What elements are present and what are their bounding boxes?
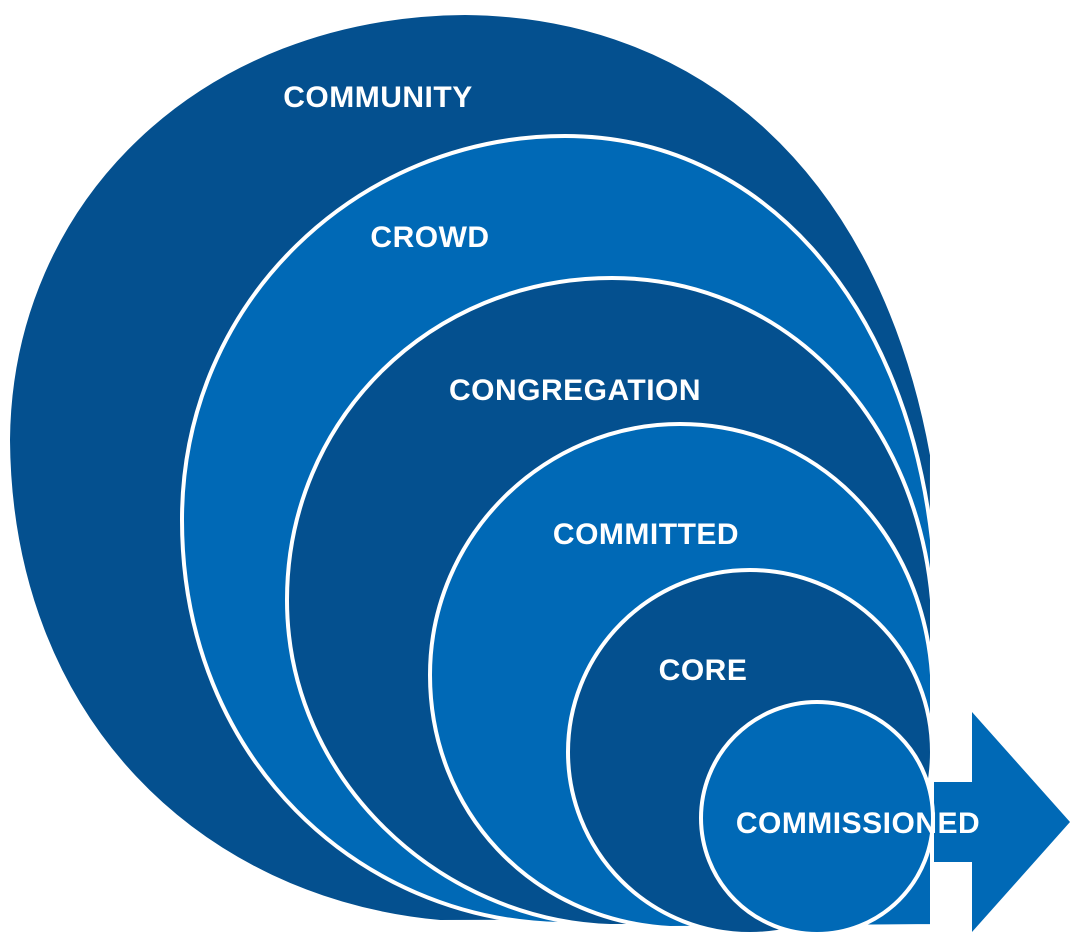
right-arrow-icon (880, 712, 1070, 932)
ring-crowd-label: CROWD (370, 221, 489, 254)
ring-core-label: CORE (659, 654, 748, 687)
ring-committed-label: COMMITTED (553, 518, 739, 551)
ring-congregation-label: CONGREGATION (449, 374, 701, 407)
ring-commissioned: COMMISSIONED (699, 700, 980, 936)
ring-commissioned-label: COMMISSIONED (736, 807, 980, 840)
ring-commissioned-shape (699, 700, 935, 936)
ring-community-label: COMMUNITY (283, 81, 472, 114)
